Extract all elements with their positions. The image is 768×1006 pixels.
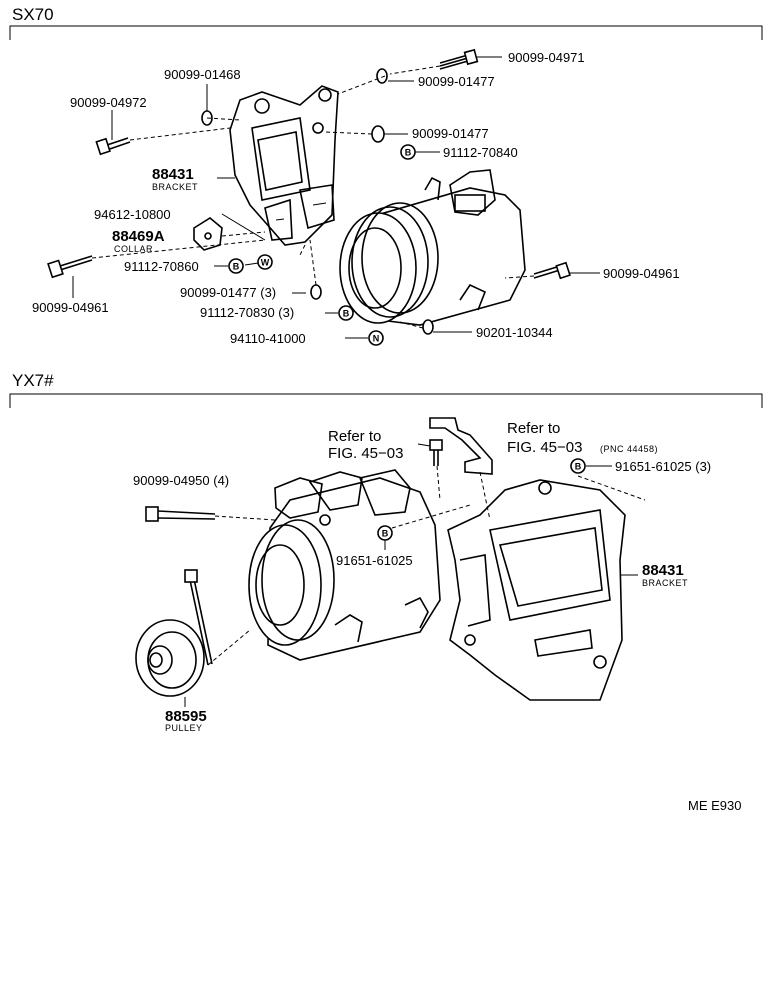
label-fig-45-03-1: FIG. 45−03 xyxy=(328,445,403,462)
compressor-yx7 xyxy=(248,469,441,661)
marker-b-61025a: B xyxy=(570,458,586,474)
label-90099-04961-a: 90099-04961 xyxy=(32,300,109,315)
label-90099-04972: 90099-04972 xyxy=(70,95,147,110)
bolt-04961b xyxy=(533,261,571,280)
marker-n-41000: N xyxy=(368,330,384,346)
washer-10344 xyxy=(422,319,434,335)
label-91112-70860: 91112-70860 xyxy=(124,259,199,274)
label-88431-sx70: 88431 xyxy=(152,166,194,183)
label-90099-04961-b: 90099-04961 xyxy=(603,266,680,281)
marker-w-10800: W xyxy=(257,254,273,270)
label-88469a: 88469A xyxy=(112,228,165,245)
label-collar: COLLAR xyxy=(114,244,153,254)
svg-text:B: B xyxy=(233,262,240,272)
section-bracket-sx70 xyxy=(9,25,763,40)
label-pnc-44458: (PNC 44458) xyxy=(600,444,658,454)
label-bracket-sx70: BRACKET xyxy=(152,182,198,192)
label-90201-10344: 90201-10344 xyxy=(476,325,553,340)
marker-b-70840: B xyxy=(400,144,416,160)
section-title-sx70: SX70 xyxy=(12,5,54,24)
label-90099-01477-c: 90099-01477 (3) xyxy=(180,285,276,300)
label-pulley: PULLEY xyxy=(165,723,203,733)
svg-text:B: B xyxy=(575,462,582,472)
bolt-04950 xyxy=(145,506,216,522)
svg-text:B: B xyxy=(382,529,389,539)
label-90099-04971: 90099-04971 xyxy=(508,50,585,65)
section-title-yx7: YX7# xyxy=(12,371,54,390)
label-fig-45-03-2: FIG. 45−03 xyxy=(507,439,582,456)
svg-text:B: B xyxy=(405,148,412,158)
washer-01477c xyxy=(310,284,322,300)
label-94110-41000: 94110-41000 xyxy=(230,331,306,346)
bolt-04972 xyxy=(95,137,131,156)
washer-01477a xyxy=(376,68,388,84)
svg-text:B: B xyxy=(343,309,350,319)
label-90099-01468: 90099-01468 xyxy=(164,67,241,82)
label-90099-01477-b: 90099-01477 xyxy=(412,126,489,141)
compressor-sx70 xyxy=(339,169,526,326)
label-refer-to-2: Refer to xyxy=(507,420,560,437)
marker-b-61025b: B xyxy=(377,525,393,541)
marker-b-70860: B xyxy=(228,258,244,274)
label-94612-10800: 94612-10800 xyxy=(94,207,171,222)
washer-01477b xyxy=(371,125,385,143)
label-91651-61025-a: 91651-61025 (3) xyxy=(615,459,711,474)
marker-b-70830: B xyxy=(338,305,354,321)
label-90099-04950: 90099-04950 (4) xyxy=(133,473,229,488)
bracket-88431-yx7 xyxy=(447,479,626,701)
section-bracket-yx7 xyxy=(9,393,763,408)
label-91651-61025-b: 91651-61025 xyxy=(336,553,413,568)
label-88595: 88595 xyxy=(165,708,207,725)
label-88431-yx7: 88431 xyxy=(642,562,684,579)
label-90099-01477-a: 90099-01477 xyxy=(418,74,495,89)
svg-text:N: N xyxy=(373,334,380,344)
label-91112-70830: 91112-70830 (3) xyxy=(200,305,294,320)
label-bracket-yx7: BRACKET xyxy=(642,578,688,588)
figure-code: ME E930 xyxy=(688,798,741,813)
bracket-88431-sx70 xyxy=(229,85,339,246)
pulley-88595 xyxy=(135,569,213,697)
label-refer-to-1: Refer to xyxy=(328,428,381,445)
bolt-04961a xyxy=(47,255,93,279)
refer-bolt xyxy=(429,439,443,466)
bolt-04971 xyxy=(439,48,479,70)
refer-bracket-part xyxy=(429,417,493,475)
svg-text:W: W xyxy=(261,258,270,268)
label-91112-70840: 91112-70840 xyxy=(443,145,518,160)
